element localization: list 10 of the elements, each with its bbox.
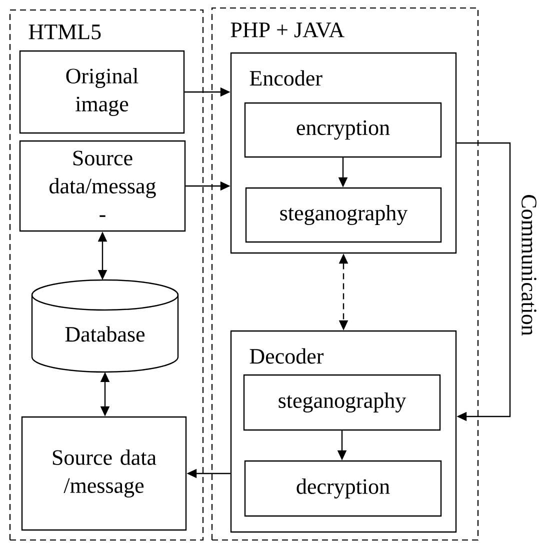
arrow	[456, 142, 511, 422]
process-box: Original image	[19, 50, 185, 134]
database-cylinder: Database	[31, 279, 179, 373]
process-box: encryption	[244, 102, 442, 158]
process-box: steganography	[243, 374, 441, 431]
process-box: steganography	[245, 187, 442, 243]
process-box: decryption	[244, 460, 442, 517]
process-box: Source data/messag -	[19, 140, 186, 232]
process-box: Source data /message	[21, 416, 187, 531]
edge-label: Communication	[520, 193, 538, 337]
